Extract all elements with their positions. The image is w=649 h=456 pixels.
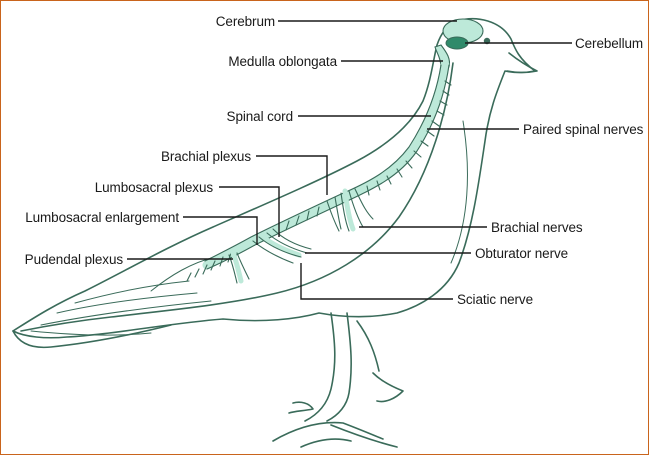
spinal-cord-edge bbox=[207, 65, 449, 269]
foot-right bbox=[331, 425, 397, 447]
label-pudendal-plexus: Pudendal plexus bbox=[25, 252, 124, 267]
leader-sciatic-nerve bbox=[301, 263, 453, 299]
label-cerebrum: Cerebrum bbox=[216, 14, 275, 29]
brachial-plexus-shape bbox=[327, 189, 373, 231]
label-medulla-oblongata: Medulla oblongata bbox=[228, 54, 337, 69]
leg-left-back bbox=[327, 313, 351, 421]
label-brachial-plexus: Brachial plexus bbox=[161, 149, 251, 164]
label-lumbosacral-enlargement: Lumbosacral enlargement bbox=[25, 210, 179, 225]
brachial-nerve bbox=[355, 189, 373, 219]
lumbosacral-fill bbox=[263, 237, 299, 255]
label-obturator-nerve: Obturator nerve bbox=[475, 246, 568, 261]
spinal-nerve-tick bbox=[432, 121, 439, 126]
label-cerebellum: Cerebellum bbox=[575, 36, 643, 51]
foot-claw bbox=[301, 439, 351, 447]
spinal-nerve-tick bbox=[427, 131, 434, 136]
label-spinal-cord: Spinal cord bbox=[227, 109, 293, 124]
foot-right-toe bbox=[373, 373, 403, 402]
label-lumbosacral-plexus: Lumbosacral plexus bbox=[95, 180, 214, 195]
pudendal-fill bbox=[233, 253, 241, 281]
label-paired-spinal-nerves: Paired spinal nerves bbox=[523, 122, 644, 137]
labels: Cerebrum Cerebellum Medulla oblongata Sp… bbox=[25, 14, 644, 307]
legs bbox=[273, 313, 403, 447]
spinal-nerve-tick bbox=[406, 161, 412, 168]
label-brachial-nerves: Brachial nerves bbox=[491, 220, 583, 235]
spinal-nerve-tick bbox=[195, 269, 199, 277]
foot-left-toe bbox=[289, 402, 313, 413]
cerebellum-shape bbox=[446, 37, 468, 49]
leader-brachial-plexus bbox=[256, 156, 327, 195]
label-sciatic-nerve: Sciatic nerve bbox=[457, 292, 533, 307]
leg-right bbox=[357, 321, 379, 371]
feather-line bbox=[41, 301, 211, 325]
belly-line bbox=[451, 121, 467, 263]
spinal-nerve-tick bbox=[187, 273, 191, 281]
